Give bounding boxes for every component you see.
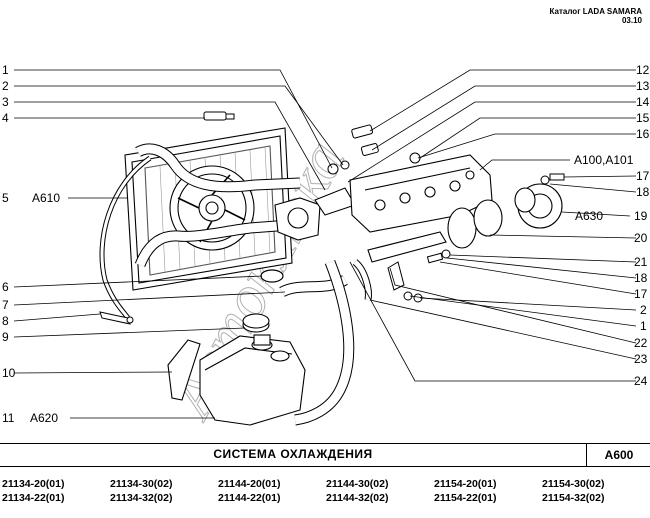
left-callouts: 1 2 3 4 5 A610 6 7 8 9 10 11 A620 <box>2 63 60 425</box>
callout-10: 10 <box>2 366 16 380</box>
callout-8: 8 <box>2 314 9 328</box>
callout-20: 20 <box>634 231 648 245</box>
callout-5-code: A610 <box>32 191 60 205</box>
callout-1b: 1 <box>640 319 647 333</box>
model-code: 21154-30(02) <box>542 478 605 490</box>
callout-13: 13 <box>636 79 650 93</box>
callout-11-code: A620 <box>30 411 58 425</box>
callout-19: 19 <box>634 209 648 223</box>
expansion-tank <box>167 313 306 426</box>
callout-15: 15 <box>636 111 650 125</box>
callout-23: 23 <box>634 352 648 366</box>
title-bar: СИСТЕМА ОХЛАЖДЕНИЯ A600 <box>0 443 650 467</box>
cooling-system-diagram: Автоклюка <box>2 63 650 431</box>
callout-16: 16 <box>636 127 650 141</box>
callout-21: 21 <box>634 255 648 269</box>
callout-19-code: A630 <box>575 209 603 223</box>
model-code: 21134-22(01) <box>2 492 65 504</box>
radiator-assembly <box>99 127 301 320</box>
hoses-group <box>260 259 372 426</box>
callout-a100-code: A100,A101 <box>574 153 634 167</box>
leader-lines <box>13 69 637 419</box>
catalog-date: 03.10 <box>621 16 642 25</box>
catalog-label: Каталог LADA SAMARA <box>549 7 642 16</box>
section-code: A600 <box>586 444 650 466</box>
callout-6: 6 <box>2 280 9 294</box>
model-code: 21154-32(02) <box>542 492 605 504</box>
callout-7: 7 <box>2 298 9 312</box>
callout-14: 14 <box>636 95 650 109</box>
model-code: 21154-22(01) <box>434 492 497 504</box>
water-pump-assembly <box>367 183 563 263</box>
callout-9: 9 <box>2 330 9 344</box>
model-code: 21154-20(01) <box>434 478 497 490</box>
model-code: 21134-20(01) <box>2 478 65 490</box>
callout-4: 4 <box>2 111 9 125</box>
thermostat-housing <box>274 187 356 241</box>
callout-17b: 17 <box>634 287 648 301</box>
callout-12: 12 <box>636 63 650 77</box>
callout-11: 11 <box>2 411 15 425</box>
callout-24: 24 <box>634 374 648 388</box>
callout-18: 18 <box>636 185 650 199</box>
model-code: 21144-32(02) <box>326 492 389 504</box>
section-title: СИСТЕМА ОХЛАЖДЕНИЯ <box>213 447 373 461</box>
temp-sensor-part <box>203 111 235 121</box>
callout-17: 17 <box>636 169 650 183</box>
model-code: 21134-32(02) <box>110 492 173 504</box>
callout-2b: 2 <box>640 303 647 317</box>
callout-3: 3 <box>2 95 9 109</box>
callout-5: 5 <box>2 191 9 205</box>
callout-18b: 18 <box>634 271 648 285</box>
callout-2: 2 <box>2 79 9 93</box>
right-callouts: 12 13 14 15 16 A100,A101 17 18 A630 19 2… <box>574 63 650 388</box>
callout-1: 1 <box>2 63 9 77</box>
callout-22: 22 <box>634 336 648 350</box>
hose-clamp-8 <box>99 311 134 325</box>
model-code: 21144-20(01) <box>218 478 281 490</box>
model-code: 21144-22(01) <box>218 492 281 504</box>
model-code: 21144-30(02) <box>326 478 389 490</box>
model-code: 21134-30(02) <box>110 478 173 490</box>
